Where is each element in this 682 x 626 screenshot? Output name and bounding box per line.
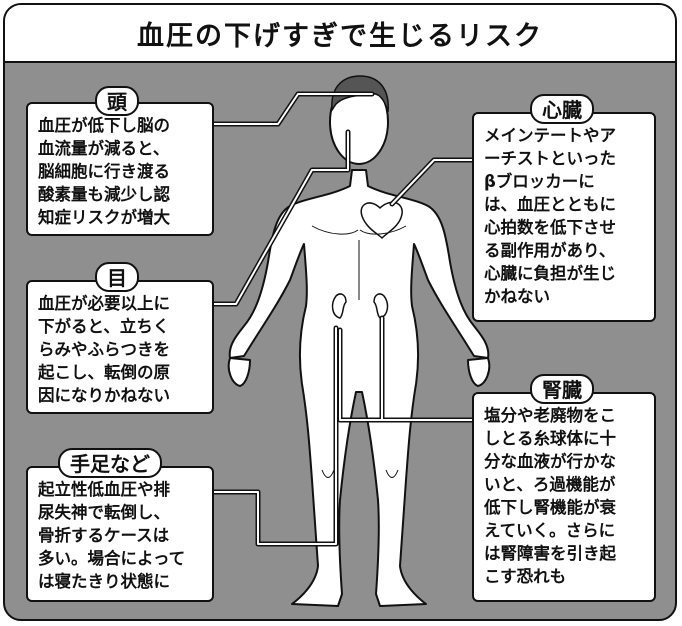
eye-description: 血圧が必要以上に 下がると、立ちく らみやふらつきを 起こし、転倒の原 因になり…	[38, 294, 170, 405]
head-description: 血圧が低下し脳の 血流量が減ると、 脳細胞に行き渡る 酸素量も減少し認 知症リス…	[38, 116, 170, 227]
title-bar: 血圧の下げすぎで生じるリスク	[5, 5, 675, 63]
eye-description-box: 血圧が必要以上に 下がると、立ちく らみやふらつきを 起こし、転倒の原 因になり…	[26, 280, 214, 414]
limbs-label: 手足など	[58, 448, 162, 478]
heart-shape	[360, 201, 403, 240]
kidney-label: 腎臓	[530, 374, 594, 404]
limbs-description-box: 起立性低血圧や排 尿失神で転倒し、 骨折するケースは 多い。場合によって は寝た…	[26, 466, 214, 602]
body-outline	[228, 169, 490, 607]
left-hand	[227, 357, 251, 387]
head-description-box: 血圧が低下し脳の 血流量が減ると、 脳細胞に行き渡る 酸素量も減少し認 知症リス…	[26, 102, 214, 236]
heart-description-box: メインテートやア ーチストといった βブロッカーに は、血圧とともに 心拍数を低…	[472, 112, 656, 322]
kidney-description: 塩分や老廃物をこ しとる糸球体に十 分な血液が行かな いと、ろ過機能が 低下し腎…	[484, 406, 616, 586]
right-kidney-shape	[373, 293, 389, 319]
page-title: 血圧の下げすぎで生じるリスク	[137, 20, 543, 52]
right-hand	[467, 357, 491, 387]
left-kidney-shape	[331, 293, 347, 319]
heart-label: 心臓	[530, 94, 594, 124]
heart-description: メインテートやア ーチストといった βブロッカーに は、血圧とともに 心拍数を低…	[484, 126, 616, 306]
eye-label: 目	[95, 262, 139, 292]
kidney-description-box: 塩分や老廃物をこ しとる糸球体に十 分な血液が行かな いと、ろ過機能が 低下し腎…	[472, 392, 656, 602]
head-label: 頭	[95, 86, 139, 116]
limbs-description: 起立性低血圧や排 尿失神で転倒し、 骨折するケースは 多い。場合によって は寝た…	[38, 480, 186, 591]
